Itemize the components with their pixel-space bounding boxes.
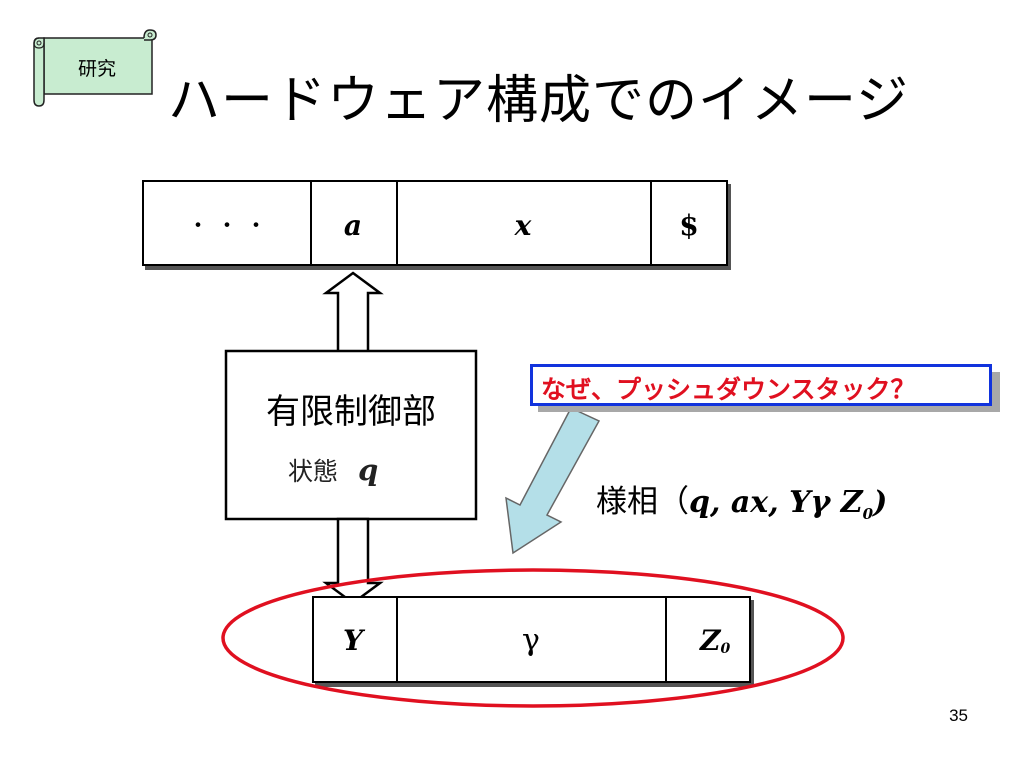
stack-cell-gamma: γ bbox=[522, 623, 540, 658]
page-number: 35 bbox=[949, 706, 968, 725]
callout-pointer-arrow bbox=[505, 407, 601, 555]
tag-label: 研究 bbox=[77, 58, 116, 80]
stack-cell-top: Y bbox=[343, 624, 366, 657]
question-callout: なぜ、プッシュダウンスタック？ bbox=[530, 364, 1000, 412]
research-tag: 研究 bbox=[30, 28, 160, 108]
callout-text: なぜ、プッシュダウンスタック？ bbox=[541, 375, 916, 404]
finite-control-box bbox=[224, 349, 478, 521]
slide-title: ハードウェア構成でのイメージ bbox=[168, 71, 909, 131]
finite-control-label: 有限制御部 bbox=[266, 392, 436, 432]
tape-head-arrow bbox=[322, 271, 384, 354]
tape-cell-a: a bbox=[344, 209, 362, 242]
tape-cell-end-marker: $ bbox=[679, 209, 698, 242]
stack-cell-bottom: Z0 bbox=[699, 624, 730, 657]
scroll-icon bbox=[33, 29, 157, 107]
input-tape bbox=[142, 180, 728, 266]
stack-tape bbox=[312, 596, 751, 683]
stack-head-arrow bbox=[322, 517, 384, 605]
state-label: 状態 q bbox=[288, 452, 378, 488]
configuration-label: 様相（q, ax, Yγ Z0) bbox=[596, 476, 887, 523]
configuration-prefix: 様相 bbox=[596, 484, 658, 520]
tape-cell-dots: ・ ・ ・ bbox=[187, 214, 267, 239]
configuration-open-paren: （ bbox=[658, 484, 689, 520]
state-text: 状態 bbox=[288, 457, 339, 486]
configuration-args: q, ax, Yγ Z0) bbox=[689, 485, 888, 523]
callout-box: なぜ、プッシュダウンスタック？ bbox=[530, 364, 992, 406]
stack-highlight-ellipse bbox=[221, 568, 845, 708]
state-symbol: q bbox=[358, 453, 379, 487]
tape-cell-x: x bbox=[514, 209, 532, 242]
